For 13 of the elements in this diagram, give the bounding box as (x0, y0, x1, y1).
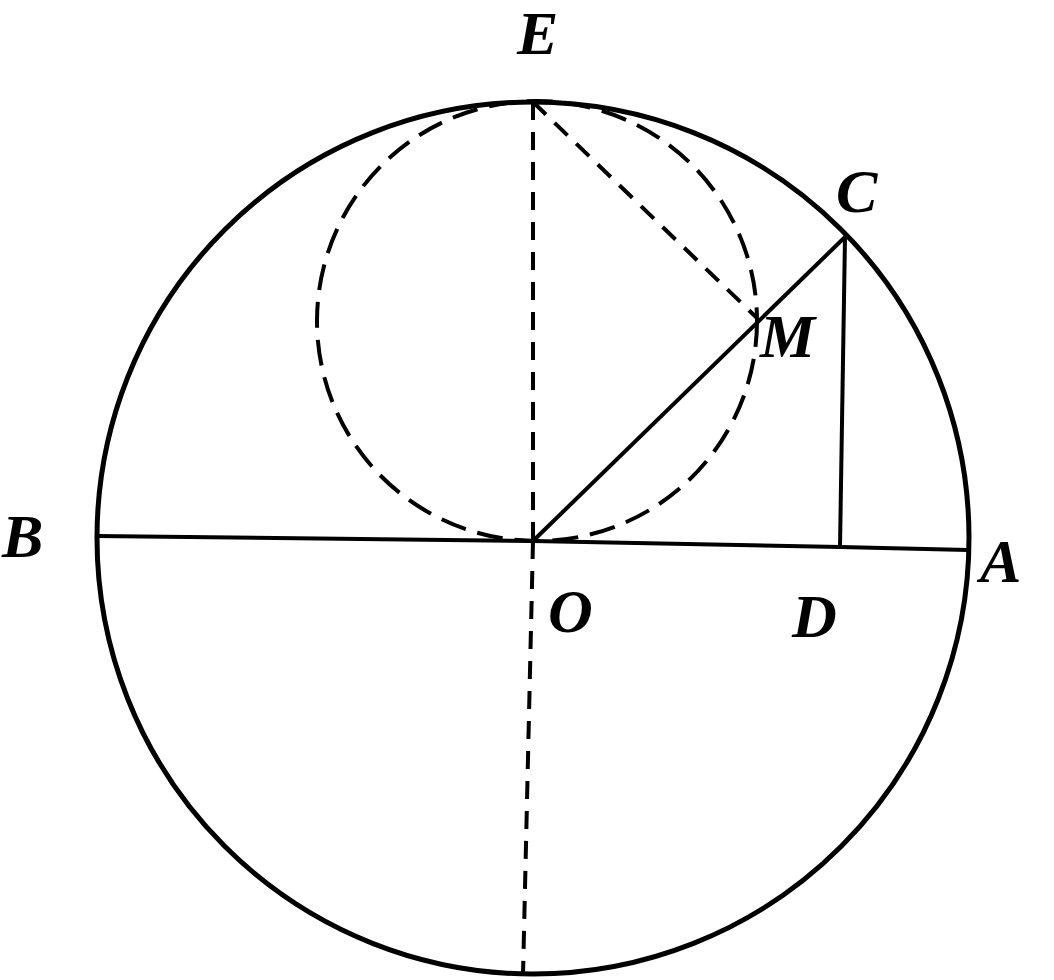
line (532, 539, 841, 549)
point-label: E (517, 2, 559, 64)
line (838, 236, 847, 548)
dashed-line (531, 100, 759, 320)
line (531, 235, 847, 543)
point-label: D (792, 585, 837, 647)
point-label: O (548, 580, 593, 642)
point-label: M (760, 305, 816, 367)
dashed-line (531, 102, 535, 541)
line (96, 534, 534, 543)
point-label: C (836, 160, 878, 222)
line (839, 545, 969, 552)
point-label: B (2, 505, 44, 567)
